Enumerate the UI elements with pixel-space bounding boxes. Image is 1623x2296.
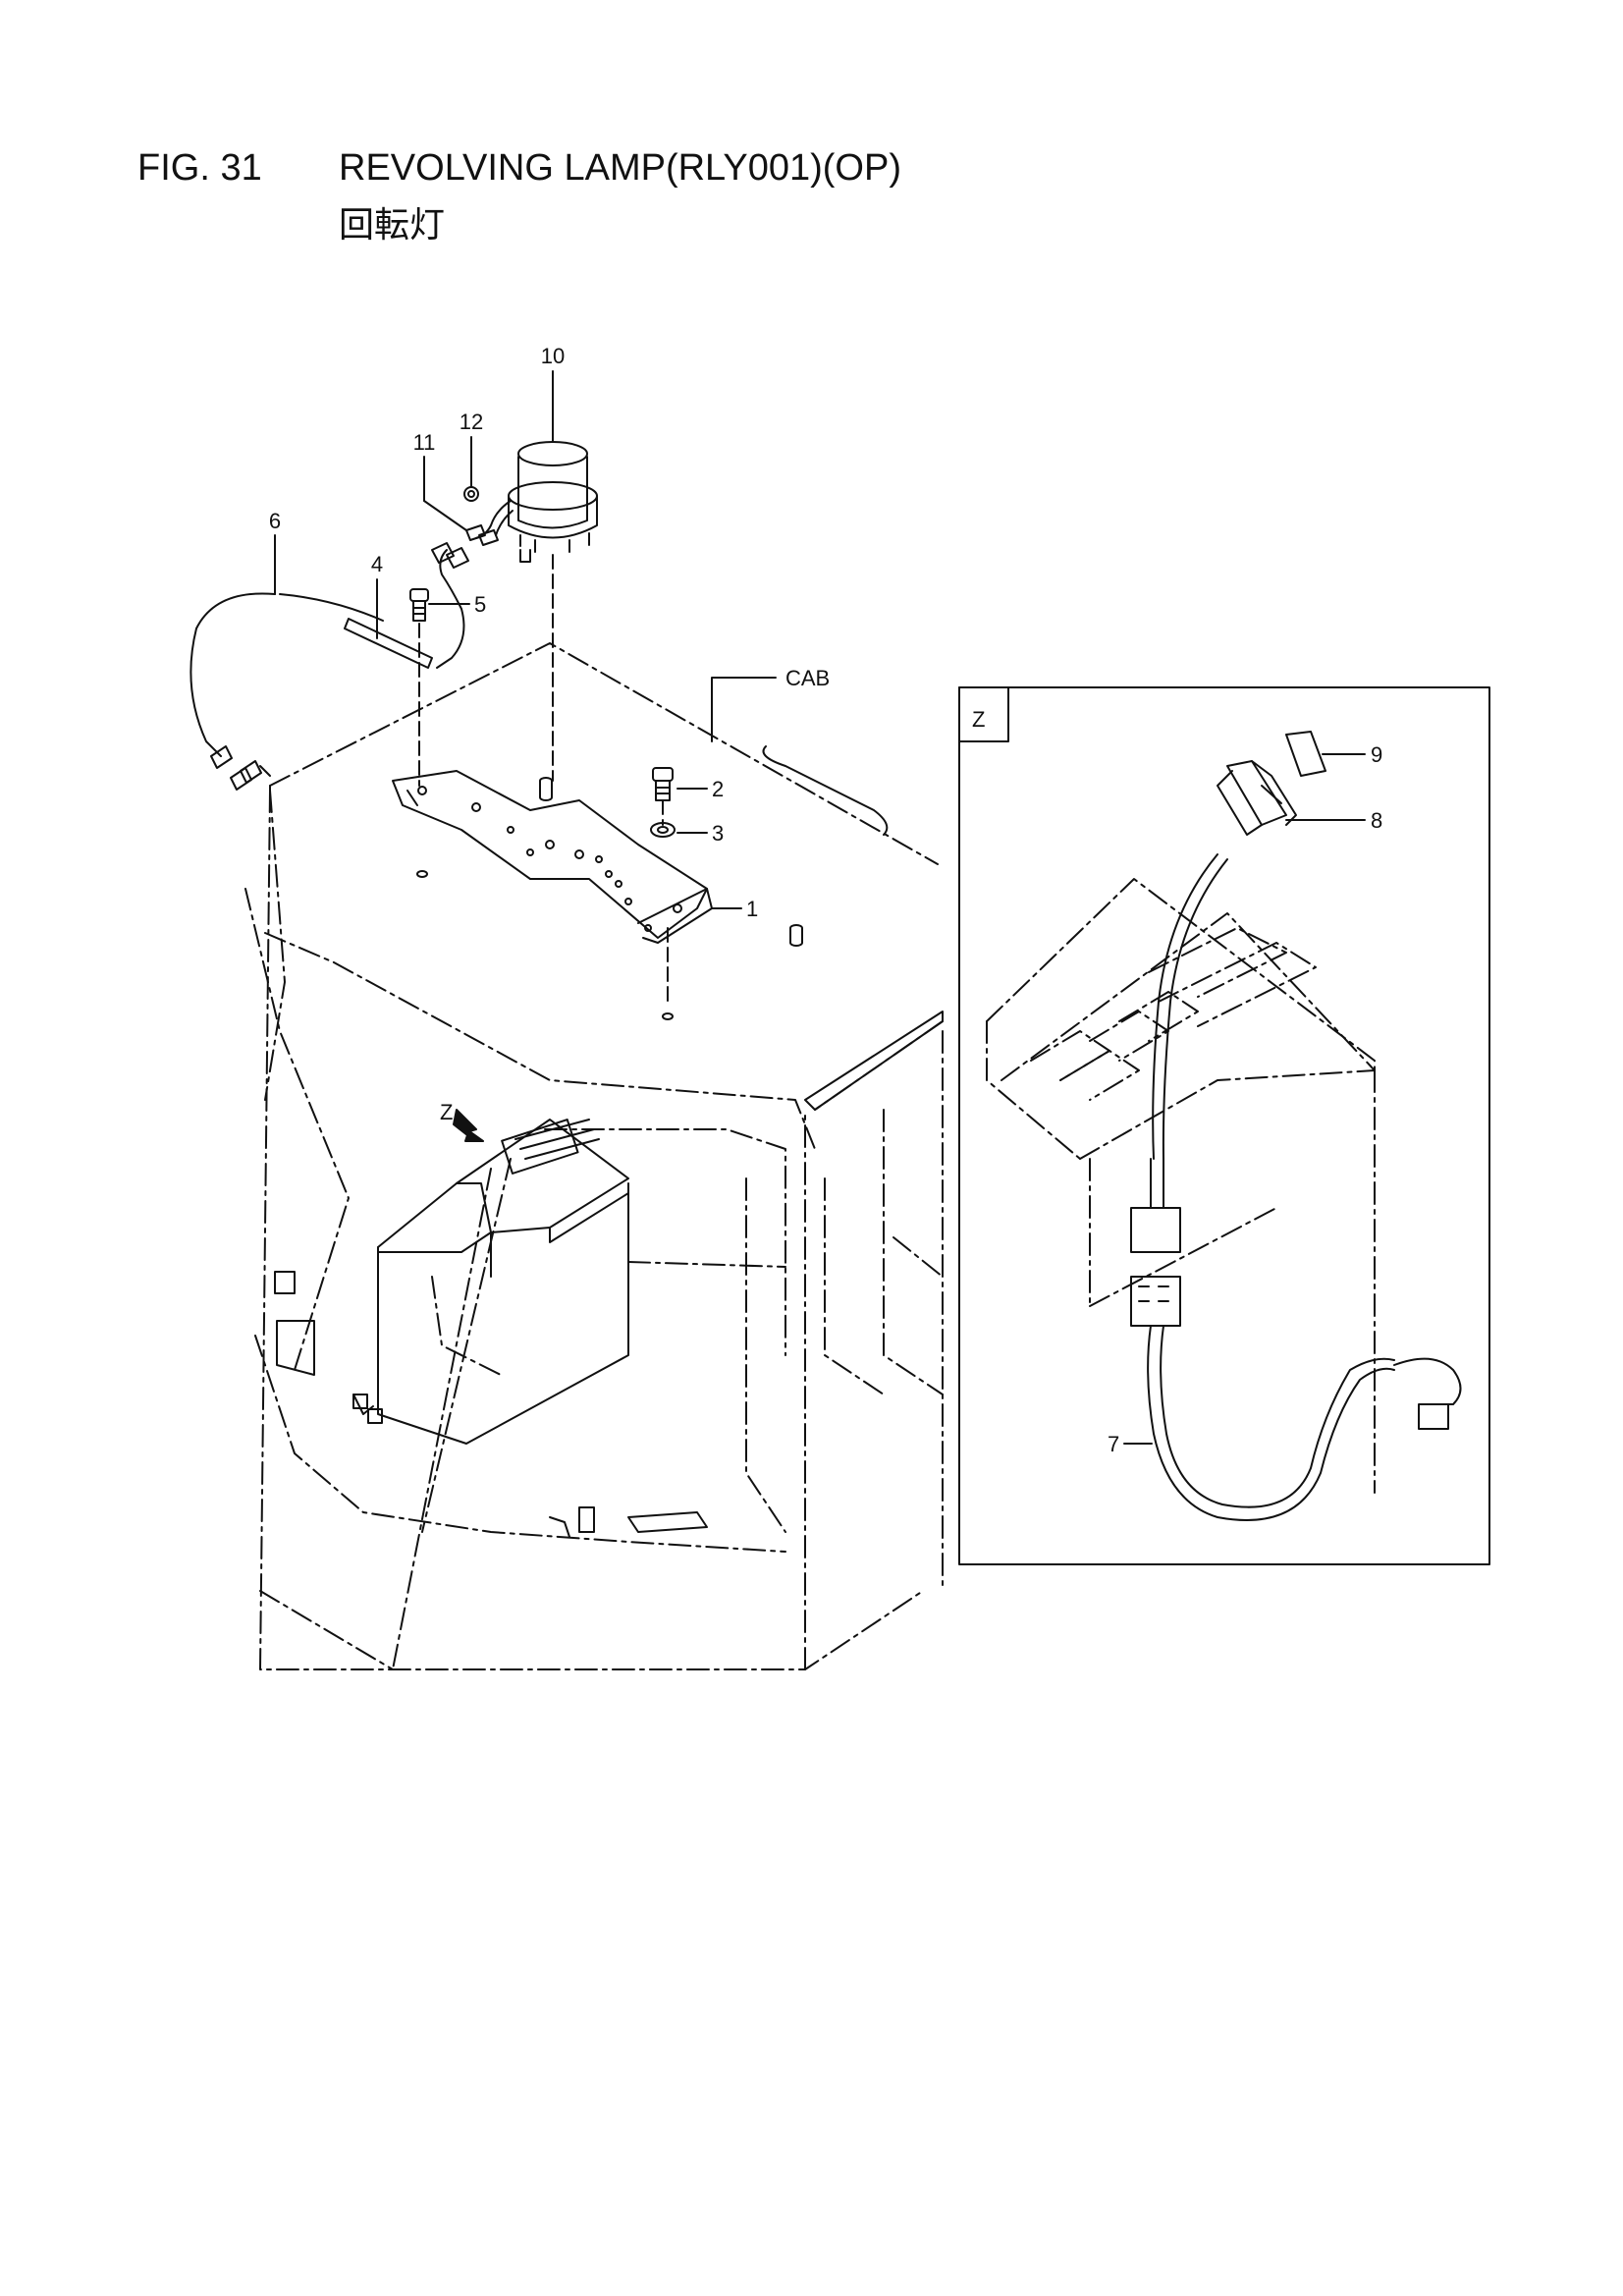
figure-number: FIG. 31 (137, 147, 262, 189)
cab-rail (804, 1011, 944, 1111)
callout-9: 9 (1371, 742, 1382, 767)
label-tag (1285, 731, 1326, 777)
roof-hole (416, 870, 428, 878)
callout-11: 11 (413, 430, 436, 455)
callout-8: 8 (1371, 808, 1382, 833)
rocker-switch (1217, 760, 1297, 836)
end-connector (1418, 1403, 1449, 1430)
roof-stud (789, 924, 803, 947)
detail-harness (1130, 853, 1462, 1521)
lamp-bracket (392, 770, 713, 944)
callout-4: 4 (371, 552, 383, 576)
console (377, 1119, 629, 1445)
callout-6: 6 (269, 509, 281, 533)
figure-subtitle: 回転灯 (339, 204, 446, 245)
z-view-arrow-icon (453, 1109, 484, 1142)
leader-lines (274, 370, 1366, 1445)
callout-z-detail: Z (972, 707, 985, 732)
callout-5: 5 (474, 592, 486, 617)
callout-7: 7 (1108, 1432, 1119, 1456)
callout-12: 12 (460, 410, 483, 434)
z-detail-label-box (958, 686, 1009, 742)
revolving-lamp (475, 441, 598, 553)
roof-hole (662, 1012, 674, 1020)
bolt (652, 767, 674, 801)
connector-lower (1130, 1276, 1181, 1327)
callout-1: 1 (746, 897, 758, 921)
cab-outline (244, 642, 944, 1670)
callout-10: 10 (541, 344, 565, 368)
callout-3: 3 (712, 821, 724, 846)
callout-cab: CAB (785, 666, 830, 690)
cab-roof-lip (762, 745, 889, 836)
explode-lines (269, 554, 669, 1008)
callout-2: 2 (712, 777, 724, 801)
lamp-harness (189, 542, 469, 791)
callout-z-arrow: Z (440, 1100, 453, 1124)
connector-upper (1130, 1207, 1181, 1253)
lamp-terminals (463, 486, 531, 563)
z-detail-frame (958, 686, 1490, 1565)
figure-title: REVOLVING LAMP(RLY001)(OP) (339, 147, 901, 189)
z-detail-console (986, 878, 1376, 1494)
screw (409, 588, 429, 622)
roof-stud (539, 777, 553, 801)
grommet-tube (344, 618, 433, 669)
side-fixtures (274, 1271, 708, 1538)
